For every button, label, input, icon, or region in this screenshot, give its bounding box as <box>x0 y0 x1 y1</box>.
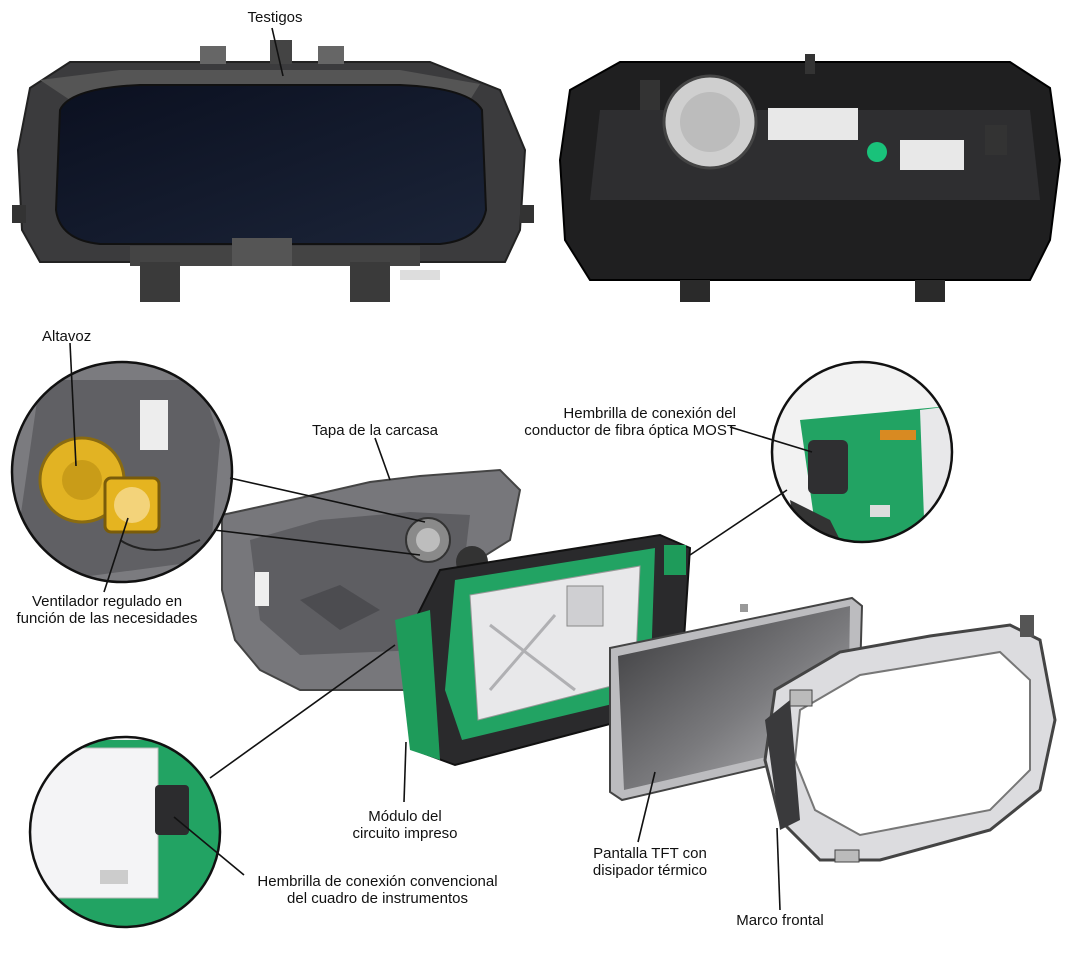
front-frame <box>763 615 1057 863</box>
magnifier-most-connector <box>770 360 954 544</box>
label-tapa-carcasa: Tapa de la carcasa <box>312 422 438 439</box>
cluster-front-photo <box>12 40 534 302</box>
cluster-rear-photo <box>558 54 1062 302</box>
label-marco-frontal: Marco frontal <box>736 912 824 929</box>
magnifier-speaker-fan <box>10 360 234 584</box>
label-hembrilla-most: Hembrilla de conexión del conductor de f… <box>524 405 736 439</box>
label-pantalla-tft: Pantalla TFT con disipador térmico <box>592 845 708 879</box>
label-hembrilla-convencional: Hembrilla de conexión convencional del c… <box>257 873 498 907</box>
label-ventilador: Ventilador regulado en función de las ne… <box>16 593 198 627</box>
label-testigos: Testigos <box>247 9 303 26</box>
label-altavoz: Altavoz <box>42 328 92 345</box>
magnifier-conventional-connector <box>28 735 222 929</box>
label-modulo-circuito: Módulo del circuito impreso <box>352 808 458 842</box>
leader-lines <box>69 27 813 911</box>
